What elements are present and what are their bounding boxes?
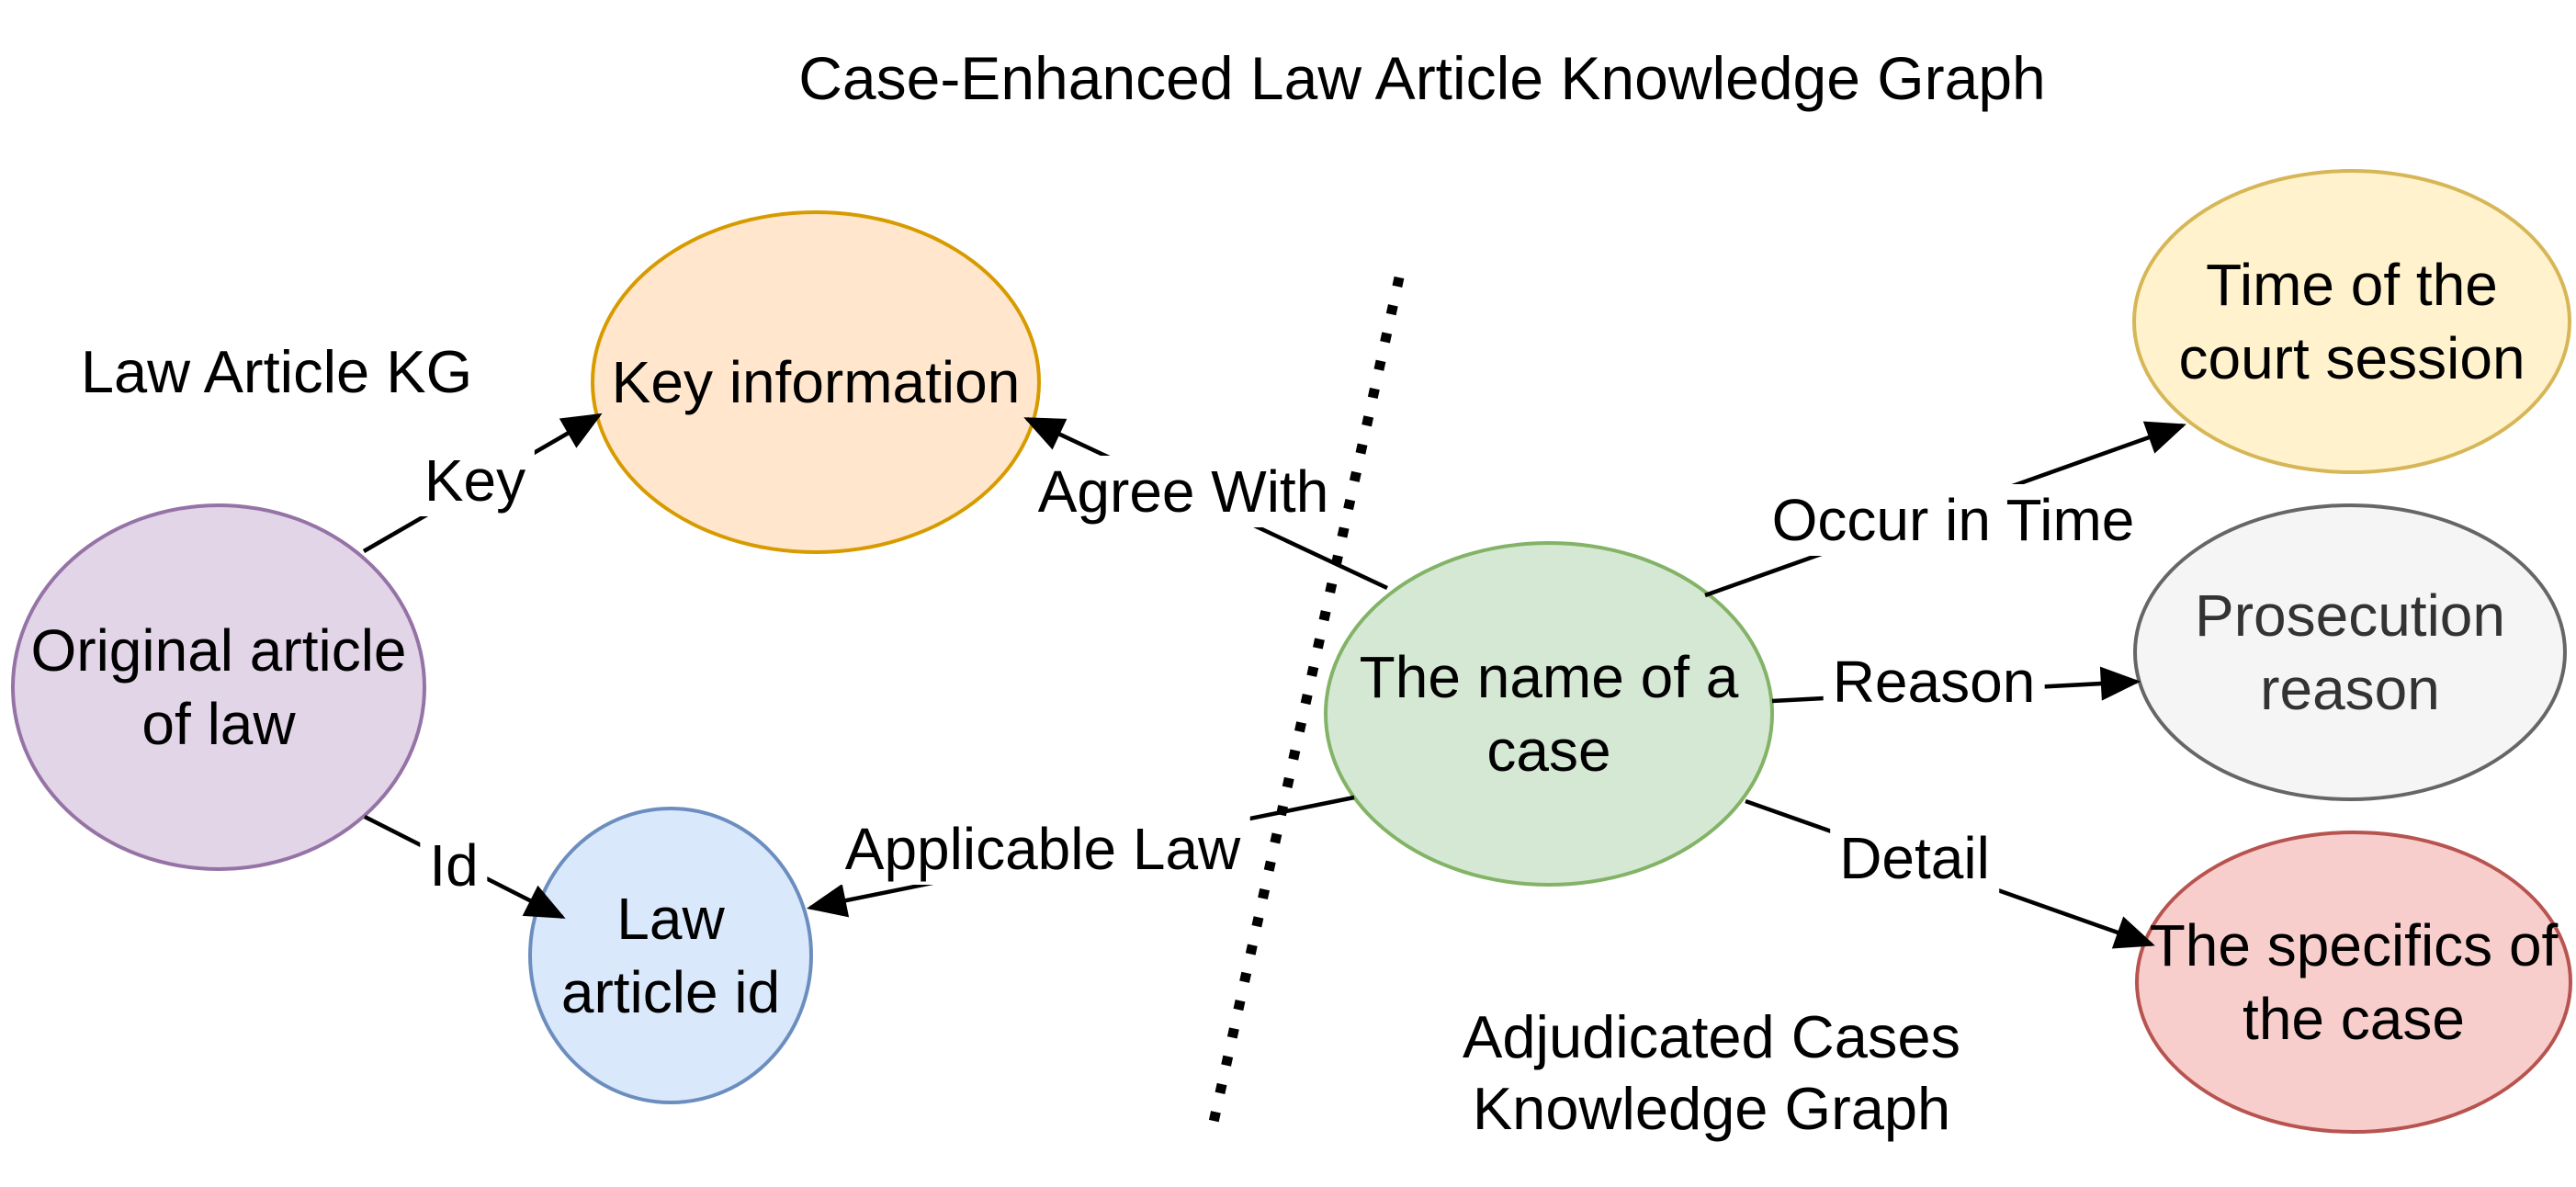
- edge-label-reason: Reason: [1823, 646, 2045, 718]
- node-the-specifics-of-case: The specifics of the case: [2135, 831, 2572, 1134]
- kg-divider-dotted-line: [1207, 276, 1405, 1128]
- section-label-line: Adjudicated Cases: [1463, 1003, 1960, 1070]
- edge-label-detail: Detail: [1830, 822, 1999, 894]
- node-label-line: Key information: [611, 349, 1021, 415]
- node-time-of-court-session: Time of the court session: [2132, 169, 2571, 474]
- node-prosecution-reason: Prosecution reason: [2133, 503, 2567, 801]
- node-label-line: case: [1486, 718, 1611, 784]
- node-law-article-id: Law article id: [528, 807, 813, 1104]
- node-original-article-of-law: Original article of law: [11, 503, 426, 871]
- node-label-line: Prosecution: [2195, 582, 2505, 649]
- diagram-title: Case-Enhanced Law Article Knowledge Grap…: [798, 44, 2046, 112]
- edge-label-key: Key: [414, 445, 536, 516]
- node-the-name-of-a-case: The name of a case: [1324, 541, 1774, 887]
- node-key-information: Key information: [591, 210, 1041, 554]
- node-label-line: Original article: [30, 617, 407, 684]
- edge-label-occur-in-time: Occur in Time: [1762, 484, 2144, 556]
- node-label-line: of law: [141, 691, 296, 757]
- node-label-line: article id: [560, 959, 781, 1025]
- node-label-line: Law: [616, 886, 725, 952]
- node-label-line: court session: [2178, 325, 2525, 391]
- edge-label-id: Id: [420, 830, 488, 901]
- node-label-line: reason: [2260, 656, 2440, 722]
- section-label-law-article-kg: Law Article KG: [80, 338, 473, 405]
- node-label-line: The specifics of: [2149, 912, 2559, 978]
- node-label-line: The name of a: [1359, 644, 1739, 710]
- edge-label-agree-with: Agree With: [1028, 456, 1339, 527]
- section-label-line: Knowledge Graph: [1472, 1075, 1951, 1142]
- edge-label-applicable-law: Applicable Law: [835, 813, 1250, 885]
- node-label-line: Time of the: [2206, 252, 2498, 318]
- node-label-line: the case: [2243, 986, 2465, 1052]
- section-label-adjudicated-cases-kg: Adjudicated Cases Knowledge Graph: [1463, 1001, 1960, 1145]
